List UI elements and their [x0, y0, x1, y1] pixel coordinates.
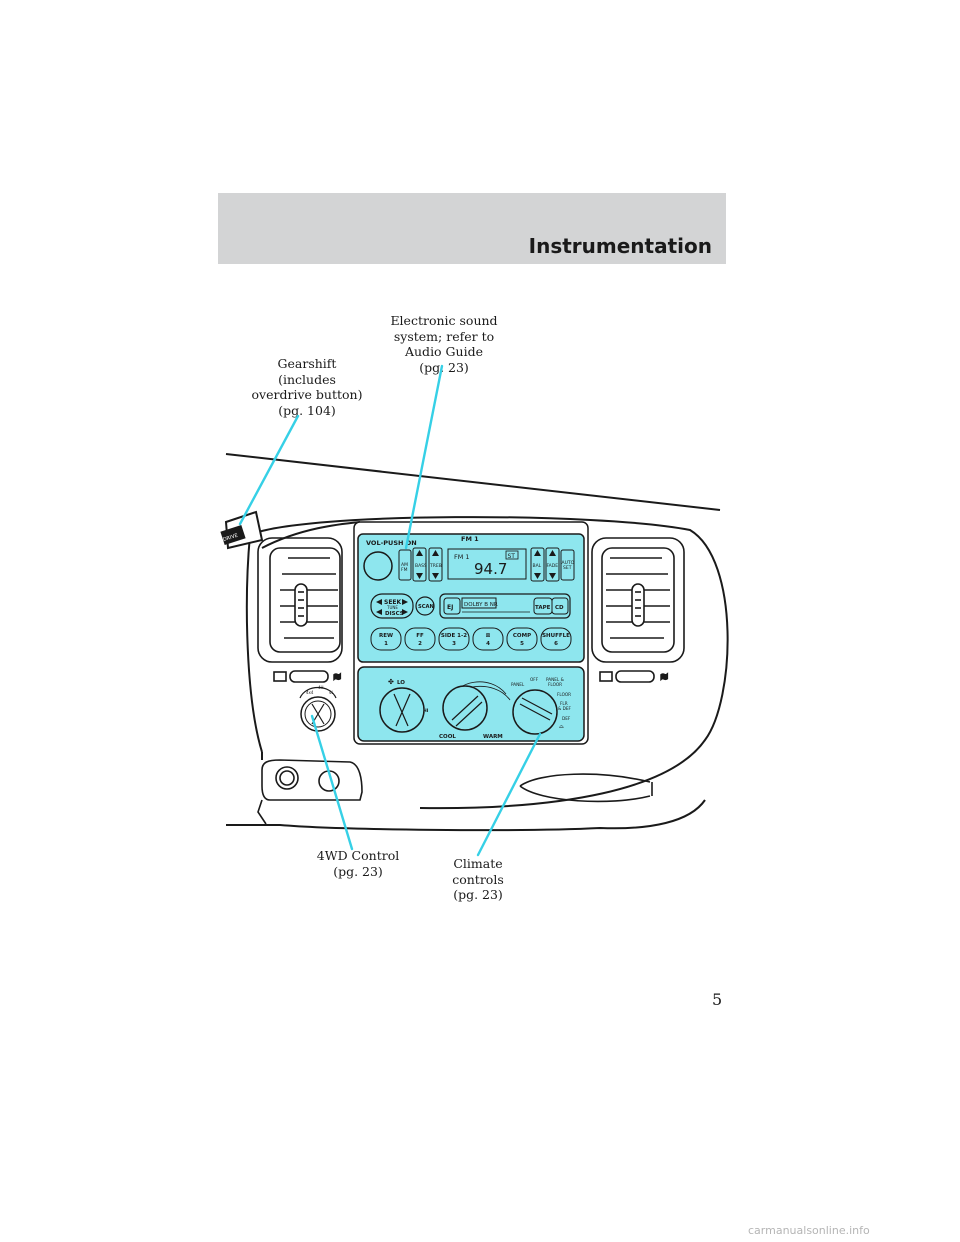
bass-label: BASS — [415, 563, 427, 569]
callout-gearshift: Gearshift (includes overdrive button) (p… — [251, 356, 363, 418]
fan-hi-label: HI — [423, 708, 429, 714]
cool-label: COOL — [439, 734, 456, 740]
balance-label: BAL — [533, 563, 542, 569]
eject-button[interactable] — [443, 597, 461, 615]
mode-off-label: OFF — [530, 677, 539, 682]
preset-number-label: 6 — [554, 641, 558, 647]
display-band: FM 1 — [454, 553, 470, 561]
fan-icon: ✤ — [388, 678, 394, 686]
gearshift-badge: DRIVE — [222, 533, 238, 543]
header-band: Instrumentation — [218, 193, 726, 264]
page-number: 5 — [712, 990, 723, 1009]
radio-display — [447, 548, 527, 580]
preset-number-label: 4 — [486, 641, 490, 647]
mode-floor-label: FLOOR — [557, 692, 571, 697]
dolby-button[interactable] — [461, 597, 497, 609]
preset-top-label: ⊠ — [486, 633, 491, 639]
set-label: SET — [563, 565, 572, 571]
preset-button-2[interactable] — [404, 627, 436, 651]
svg-text:≋: ≋ — [660, 672, 668, 683]
stereo-indicator: ST — [508, 553, 516, 560]
leader-4wd-control — [310, 714, 354, 851]
4wd-label-4h: 4H — [318, 685, 324, 690]
dolby-label: DOLBY B NR — [464, 602, 498, 608]
leader-climate-controls — [476, 732, 542, 857]
discs-label: DISCS — [385, 611, 404, 617]
mode-flr-def-label-2: & DEF — [558, 706, 571, 711]
preset-top-label: FF — [416, 633, 424, 639]
radio-vol-label: VOL-PUSH ON — [366, 539, 417, 547]
4wd-label-4l: 4L — [329, 690, 335, 695]
eject-label: EJ — [447, 604, 453, 611]
preset-top-label: SIDE 1-2 — [441, 633, 467, 639]
mode-panel-floor-label-2: FLOOR — [548, 682, 562, 687]
preset-number-label: 5 — [520, 641, 524, 647]
balance-rocker[interactable] — [530, 547, 545, 582]
preset-number-label: 2 — [418, 641, 422, 647]
fm-label: FM — [401, 567, 408, 573]
fade-label: FADE — [547, 563, 559, 569]
defrost-icon: ⌓ — [559, 723, 564, 730]
section-title: Instrumentation — [528, 234, 712, 258]
mode-flr-def-label-1: FLR — [560, 701, 568, 706]
4wd-control-knob[interactable]: 4x4 4H 4L — [299, 685, 337, 732]
bass-rocker[interactable] — [412, 547, 427, 582]
right-air-vent: ≋ — [591, 537, 685, 684]
treble-rocker[interactable] — [428, 547, 443, 582]
preset-button-6[interactable] — [540, 627, 572, 651]
leader-gearshift — [238, 414, 300, 526]
preset-number-label: 3 — [452, 641, 456, 647]
radio-faceplate: VOL-PUSH ON FM 1 AM FM BASS TREB FM 1 94… — [357, 533, 585, 663]
mode-panel-label: PANEL — [511, 682, 525, 687]
scan-label: SCAN — [418, 604, 434, 610]
callout-lines — [238, 364, 542, 857]
svg-text:≋: ≋ — [333, 672, 341, 683]
seek-label: SEEK — [384, 599, 402, 606]
climate-control-panel: ✤ LO HI COOL WARM PANEL OFF PANEL & FLOO… — [357, 666, 585, 742]
power-point — [275, 766, 299, 790]
callout-sound-system: Electronic sound system; refer to Audio … — [390, 313, 498, 375]
preset-button-4[interactable] — [472, 627, 504, 651]
preset-button-3[interactable] — [438, 627, 470, 651]
preset-top-label: REW — [379, 633, 393, 639]
mode-panel-floor-label-1: PANEL & — [546, 677, 565, 682]
warm-label: WARM — [483, 734, 503, 740]
fan-speed-knob[interactable] — [379, 687, 425, 733]
callout-4wd-control: 4WD Control (pg. 23) — [316, 848, 400, 879]
auto-label: AUTO — [562, 560, 575, 566]
preset-button-1[interactable] — [370, 627, 402, 651]
display-frequency: 94.7 — [474, 560, 507, 578]
tape-label: TAPE — [535, 605, 551, 611]
preset-button-5[interactable] — [506, 627, 538, 651]
auto-set-button[interactable] — [560, 549, 575, 581]
dashboard-outline — [225, 453, 729, 832]
scan-button[interactable] — [415, 596, 435, 616]
preset-top-label: SHUFFLE — [542, 633, 570, 639]
footer-watermark: carmanualsonline.info — [748, 1224, 870, 1237]
volume-knob[interactable] — [363, 551, 393, 581]
lower-console — [257, 759, 653, 825]
fade-rocker[interactable] — [545, 547, 560, 582]
mode-def-label: DEF — [562, 716, 571, 721]
cd-button[interactable] — [551, 597, 569, 615]
preset-number-label: 1 — [384, 641, 388, 647]
tune-label: TUNE — [386, 605, 398, 610]
callout-climate-controls: Climate controls (pg. 23) — [452, 856, 504, 902]
cd-label: CD — [555, 605, 564, 611]
preset-buttons: REW 1 FF 2 SIDE 1-2 3 ⊠ 4 COMP 5 SHUFFLE 6 — [370, 627, 572, 651]
am-fm-button[interactable] — [398, 549, 412, 581]
4wd-label-4x4: 4x4 — [306, 690, 314, 695]
am-label: AM — [401, 562, 408, 568]
gearshift-lever: DRIVE — [220, 510, 264, 550]
left-air-vent: ≋ — [257, 537, 343, 684]
fan-lo-label: LO — [397, 680, 405, 686]
radio-band-top: FM 1 — [461, 535, 479, 543]
leader-sound-system — [404, 364, 444, 550]
treble-label: TREB — [429, 563, 442, 569]
preset-top-label: COMP — [513, 633, 531, 639]
